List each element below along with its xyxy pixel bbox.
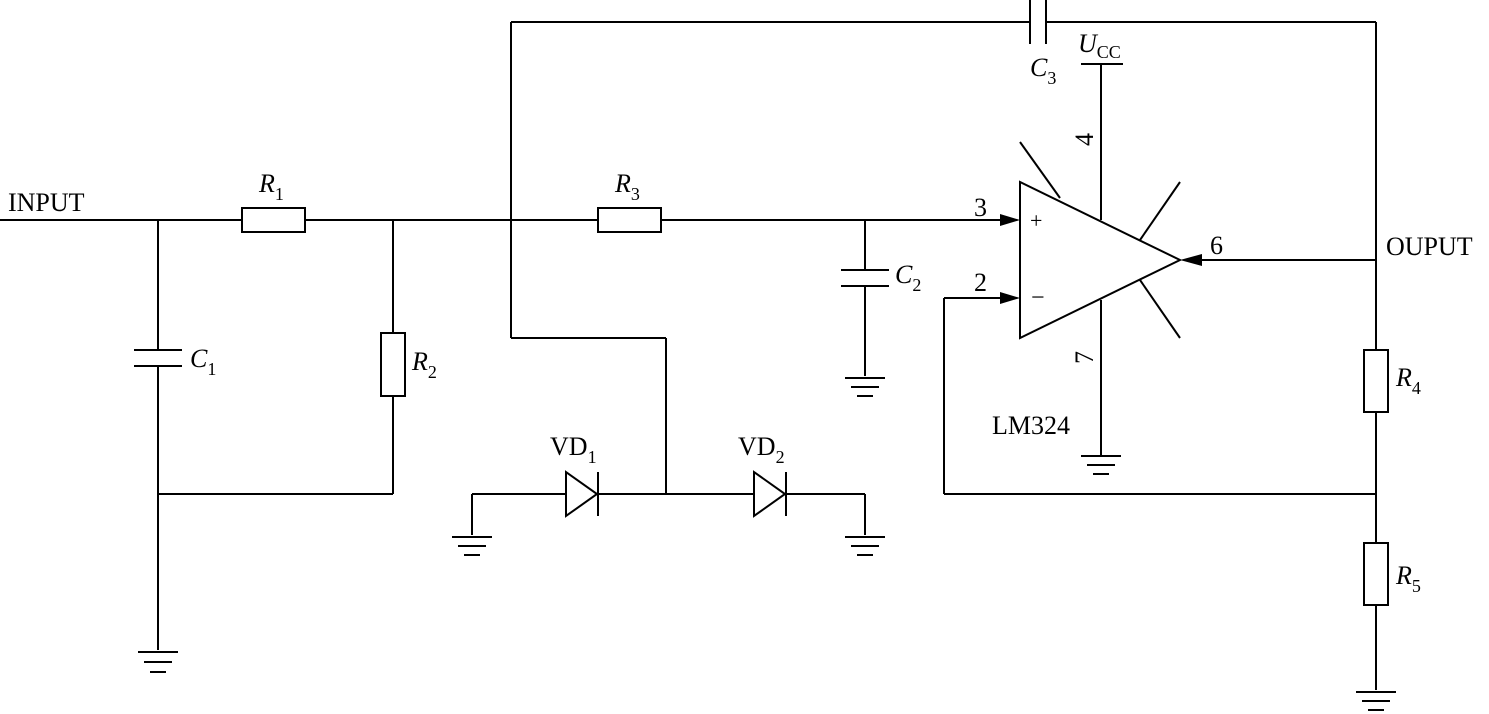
pin3-label: 3 [974,193,987,222]
input-label: INPUT [8,188,85,217]
chip-label: LM324 [992,411,1070,440]
pin2-label: 2 [974,268,987,297]
resistor-r5 [1363,542,1389,606]
pin6-label: 6 [1210,231,1223,260]
resistor-r4 [1363,349,1389,413]
ground-c2 [845,377,885,397]
opamp-lm324 [1019,141,1183,340]
vd1-label: VD1 [550,432,597,467]
r5-label: R5 [1395,561,1421,596]
supply-label: UCC [1078,29,1121,62]
c1-label: C1 [190,344,216,379]
resistor-r3 [597,207,662,233]
output-label: OUPUT [1386,232,1473,261]
r1-label: R1 [258,169,284,204]
pin4-label: 4 [1070,133,1099,146]
pin2-arrow [1000,292,1020,304]
opamp-plus-sign: + [1030,208,1042,233]
c3-label: C3 [1030,53,1056,88]
ground-vd1 [452,536,492,556]
ground-opamp [1081,455,1121,475]
wires [0,21,1377,690]
ground-r5 [1356,691,1396,711]
r2-label: R2 [411,347,437,382]
r4-label: R4 [1395,363,1421,398]
capacitor-c1 [134,349,182,367]
c2-label: C2 [895,260,921,295]
vd2-label: VD2 [738,432,785,467]
diode-vd1 [565,470,599,518]
ground-c1 [138,651,178,673]
resistor-r2 [380,332,406,397]
pin7-label: 7 [1070,351,1099,364]
opamp-minus-sign: − [1031,285,1045,311]
r3-label: R3 [614,169,640,204]
resistor-r1 [241,207,306,233]
ground-vd2 [845,536,885,556]
pin3-arrow [1000,214,1020,226]
capacitor-c2 [841,269,889,287]
pin6-arrow [1180,254,1202,266]
diode-vd2 [753,470,787,518]
capacitor-c3 [1029,0,1047,44]
